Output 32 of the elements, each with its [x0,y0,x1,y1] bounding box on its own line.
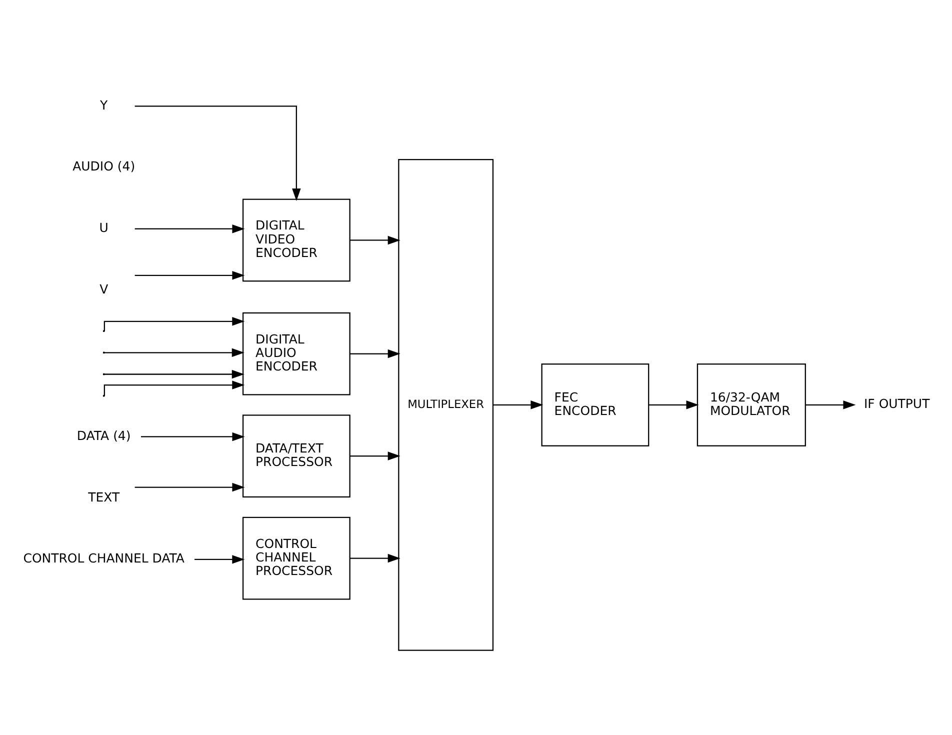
node-box: DIGITAL AUDIO ENCODER [242,312,350,395]
arrow [134,270,244,280]
node-text: Y [100,96,108,112]
node-text: CONTROL CHANNEL DATA [22,550,184,566]
node-box: CONTROL CHANNEL PROCESSOR [242,516,350,600]
node-text: U [98,220,108,235]
arrow [349,348,400,358]
node-text: DATA (4) [76,427,130,442]
node-text: TEXT [88,488,120,504]
arrow [134,105,300,200]
node-box: FEC ENCODER [540,362,649,446]
arrow [194,554,244,564]
arrow [349,553,400,562]
node-box: MULTIPLEXER [398,158,494,650]
node-text: IF OUTPUT [863,396,930,411]
node-text: V [99,280,108,296]
arrow [349,451,400,460]
arrow [349,235,400,244]
arrow [103,380,244,396]
arrow [103,316,244,330]
node-box: DATA/TEXT PROCESSOR [242,414,350,498]
arrow [140,432,244,441]
node-box: 16/32-QAM MODULATOR [696,362,806,446]
label: AUDIO (4) [72,158,135,174]
arrow [134,482,244,492]
arrow [805,400,856,409]
arrow [648,400,698,409]
arrow [104,369,244,378]
node-box: DIGITAL VIDEO ENCODER [242,198,350,282]
arrow [134,224,244,233]
arrow [104,348,244,357]
arrow [492,400,543,409]
